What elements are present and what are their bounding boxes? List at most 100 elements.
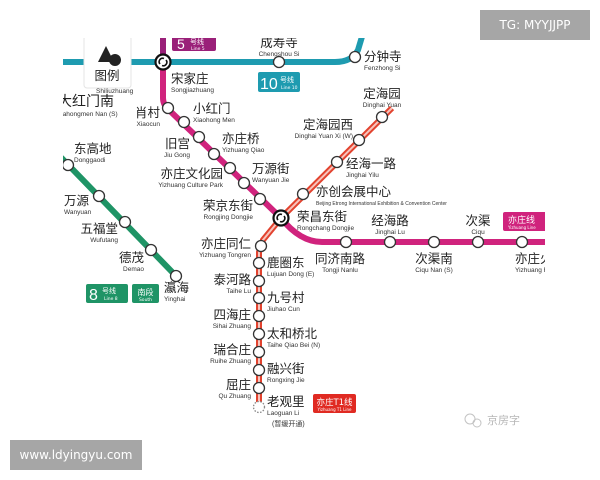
svg-text:亦庄T1线: 亦庄T1线 [316,397,353,408]
watermark: 京房字 [464,413,520,428]
station-marker[interactable] [252,400,266,414]
station-marker[interactable] [330,155,344,169]
station-marker[interactable] [118,215,132,229]
station-label-zh: 万源 [64,193,90,208]
station-marker[interactable] [254,239,268,253]
t1-line-badge: 亦庄T1线 Yizhuang T1 Line [313,394,356,413]
station-label-en: Laoguan Li [267,410,299,417]
station-marker[interactable] [252,327,266,341]
station-label-en: Dinghai Yuan Xi (W) [295,133,353,140]
line-8-badge: 8 号线 Line 8 [86,284,128,304]
station-label-zh: 亦庄桥 [222,131,260,146]
station-marker[interactable] [144,243,158,257]
svg-text:10: 10 [260,76,278,93]
line-10-badge: 10 号线 Line 10 [258,72,300,93]
station-marker[interactable] [177,115,191,129]
station-label-zh: 泰河路 [213,272,251,287]
station-label-zh: 定海园 [363,86,401,101]
station-marker[interactable] [515,235,529,249]
station-label-en: Wanyuan [64,209,92,216]
station-label-zh: 太和桥北 [267,326,318,341]
svg-text:5: 5 [177,36,185,52]
t1-line-track-inner [258,107,393,410]
legend-button[interactable]: 图例 [83,36,132,89]
wechat-icon [464,413,482,428]
station-label-zh: 融兴街 [267,361,305,376]
station-marker[interactable] [352,133,366,147]
station-marker[interactable] [339,235,353,249]
station-marker[interactable] [252,309,266,323]
station-marker[interactable] [252,256,266,270]
svg-text:Yizhuang Line: Yizhuang Line [507,225,536,230]
station-label-en: Rongxing Jie [267,377,305,384]
station-label-en: Qu Zhuang [218,393,251,400]
station-marker[interactable] [272,55,286,69]
station-marker[interactable] [252,363,266,377]
station-marker[interactable] [348,50,362,64]
station-marker[interactable] [296,187,310,201]
station-marker[interactable] [252,274,266,288]
station-marker[interactable] [383,235,397,249]
station-label-zh: 万源街 [252,161,290,176]
station-marker[interactable] [207,147,221,161]
station-label-en: Wufutang [90,237,118,244]
station-marker[interactable] [471,235,485,249]
station-marker[interactable] [427,235,441,249]
station-label-zh: 经海一路 [346,156,397,171]
station-label-zh: 荣京东街 [203,198,253,213]
station-marker[interactable] [375,110,389,124]
station-marker[interactable] [253,192,267,206]
station-marker[interactable] [63,158,75,172]
station-marker[interactable] [92,189,106,203]
station-marker[interactable] [252,291,266,305]
station-marker[interactable] [252,345,266,359]
station-label-en: Jiu Gong [164,152,190,159]
station-marker[interactable] [252,381,266,395]
station-marker[interactable] [161,101,175,115]
station-marker[interactable] [237,176,251,190]
station-marker[interactable] [169,269,183,283]
station-label-en: Dahongmen Nan (S) [58,111,118,118]
station-marker[interactable] [223,161,237,175]
website-overlay-label: www.ldyingyu.com [10,440,142,470]
station-label-zh: 五福堂 [80,221,118,236]
station-marker[interactable] [192,130,206,144]
station-label-zh: 分钟寺 [364,49,402,64]
station-label-zh: 定海园西 [303,117,353,132]
